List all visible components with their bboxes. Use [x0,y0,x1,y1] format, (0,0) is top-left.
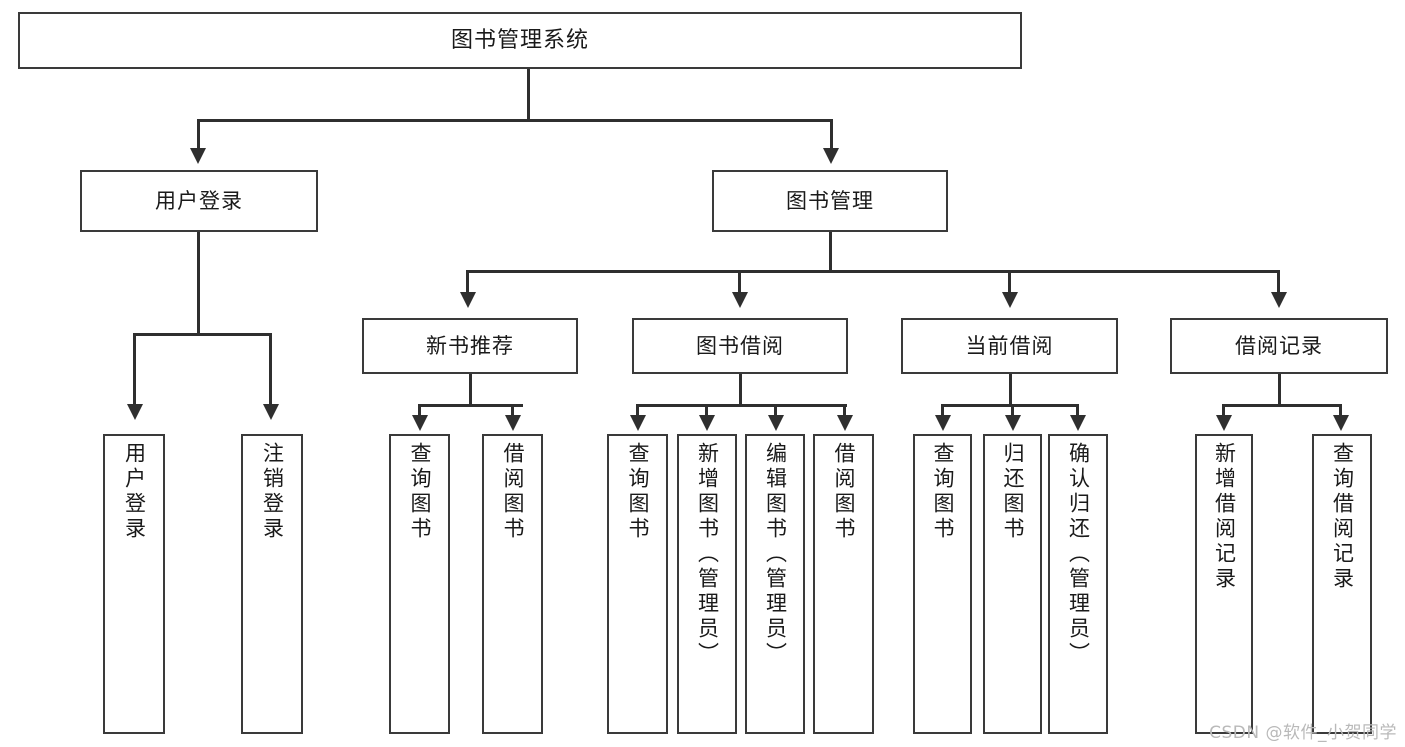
connector-nbr-child-1 [418,404,421,418]
leaf-nbr-borrow-book[interactable]: 借阅图书 [482,434,543,734]
connector-book-management-bus [466,270,1280,273]
leaf-user-login[interactable]: 用户登录 [103,434,165,734]
connector-book-management-stem [829,232,832,272]
arrowhead-new-book-recommend [460,292,476,308]
arrowhead-current-borrow [1002,292,1018,308]
connector-br-child-2 [1339,404,1342,418]
leaf-label: 注销登录 [260,442,285,542]
node-book-borrow[interactable]: 图书借阅 [632,318,848,374]
arrowhead-book-management [823,148,839,164]
connector-cb-bus [941,404,1078,407]
arrowhead-bb-leaf-3 [768,415,784,431]
connector-bm-child-4 [1277,270,1280,293]
node-new-book-recommend[interactable]: 新书推荐 [362,318,578,374]
connector-bm-child-3 [1008,270,1011,293]
leaf-label: 借阅图书 [501,442,525,542]
node-label: 新书推荐 [426,333,514,358]
connector-bb-child-2 [705,404,708,418]
connector-br-child-1 [1222,404,1225,418]
leaf-label: 查询图书 [626,442,650,542]
leaf-label: 查询图书 [408,442,432,542]
connector-br-bus [1222,404,1341,407]
connector-bm-child-1 [466,270,469,293]
connector-root-bus [197,119,833,122]
leaf-nbr-query-book[interactable]: 查询图书 [389,434,450,734]
connector-root-stem [527,69,530,121]
leaf-cb-return-book[interactable]: 归还图书 [983,434,1042,734]
leaf-br-add-record[interactable]: 新增借阅记录 [1195,434,1253,734]
connector-bm-child-2 [738,270,741,293]
leaf-label: 借阅图书 [832,442,856,542]
arrowhead-borrow-record [1271,292,1287,308]
arrowhead-leaf-logout [263,404,279,420]
node-current-borrow[interactable]: 当前借阅 [901,318,1118,374]
node-label: 当前借阅 [965,333,1054,358]
arrowhead-leaf-user-login [127,404,143,420]
connector-bb-child-1 [636,404,639,418]
connector-cb-child-3 [1076,404,1079,418]
connector-nbr-bus [418,404,523,407]
connector-cb-child-1 [941,404,944,418]
arrowhead-bb-leaf-4 [837,415,853,431]
connector-bb-bus [636,404,847,407]
node-user-login[interactable]: 用户登录 [80,170,318,232]
leaf-label: 归还图书 [1001,442,1025,542]
connector-nbr-child-2 [511,404,514,418]
leaf-label: 确认归还（管理员） [1066,442,1091,667]
node-label: 图书管理系统 [450,27,589,53]
arrowhead-br-leaf-2 [1333,415,1349,431]
leaf-bb-add-book-admin[interactable]: 新增图书（管理员） [677,434,737,734]
arrowhead-nbr-leaf-1 [412,415,428,431]
leaf-label: 新增借阅记录 [1212,442,1237,592]
node-label: 图书管理 [786,188,874,213]
connector-cb-stem [1009,374,1012,406]
leaf-br-query-record[interactable]: 查询借阅记录 [1312,434,1372,734]
leaf-cb-query-book[interactable]: 查询图书 [913,434,972,734]
arrowhead-user-login [190,148,206,164]
connector-user-login-child-1 [133,333,136,405]
arrowhead-br-leaf-1 [1216,415,1232,431]
connector-br-stem [1278,374,1281,406]
connector-user-login-stem [197,232,200,336]
leaf-label: 编辑图书（管理员） [763,442,788,667]
leaf-label: 新增图书（管理员） [695,442,720,667]
leaf-cb-confirm-return-admin[interactable]: 确认归还（管理员） [1048,434,1108,734]
node-label: 借阅记录 [1235,333,1323,358]
arrowhead-cb-leaf-1 [935,415,951,431]
node-label: 用户登录 [155,188,243,213]
connector-user-login-child-2 [269,333,272,405]
arrowhead-nbr-leaf-2 [505,415,521,431]
connector-nbr-stem [469,374,472,406]
node-book-management[interactable]: 图书管理 [712,170,948,232]
arrowhead-cb-leaf-3 [1070,415,1086,431]
leaf-bb-query-book[interactable]: 查询图书 [607,434,668,734]
arrowhead-cb-leaf-2 [1005,415,1021,431]
connector-root-to-book-management [830,119,833,150]
leaf-bb-edit-book-admin[interactable]: 编辑图书（管理员） [745,434,805,734]
node-borrow-record[interactable]: 借阅记录 [1170,318,1388,374]
leaf-bb-borrow-book[interactable]: 借阅图书 [813,434,874,734]
connector-bb-child-4 [843,404,846,418]
arrowhead-bb-leaf-1 [630,415,646,431]
connector-bb-stem [739,374,742,406]
leaf-logout[interactable]: 注销登录 [241,434,303,734]
connector-cb-child-2 [1011,404,1014,418]
leaf-label: 用户登录 [122,442,147,542]
arrowhead-bb-leaf-2 [699,415,715,431]
connector-root-to-user-login [197,119,200,150]
arrowhead-book-borrow [732,292,748,308]
leaf-label: 查询图书 [931,442,955,542]
connector-user-login-bus [133,333,271,336]
leaf-label: 查询借阅记录 [1330,442,1355,592]
node-label: 图书借阅 [696,333,784,358]
node-book-management-system[interactable]: 图书管理系统 [18,12,1022,69]
connector-bb-child-3 [774,404,777,418]
